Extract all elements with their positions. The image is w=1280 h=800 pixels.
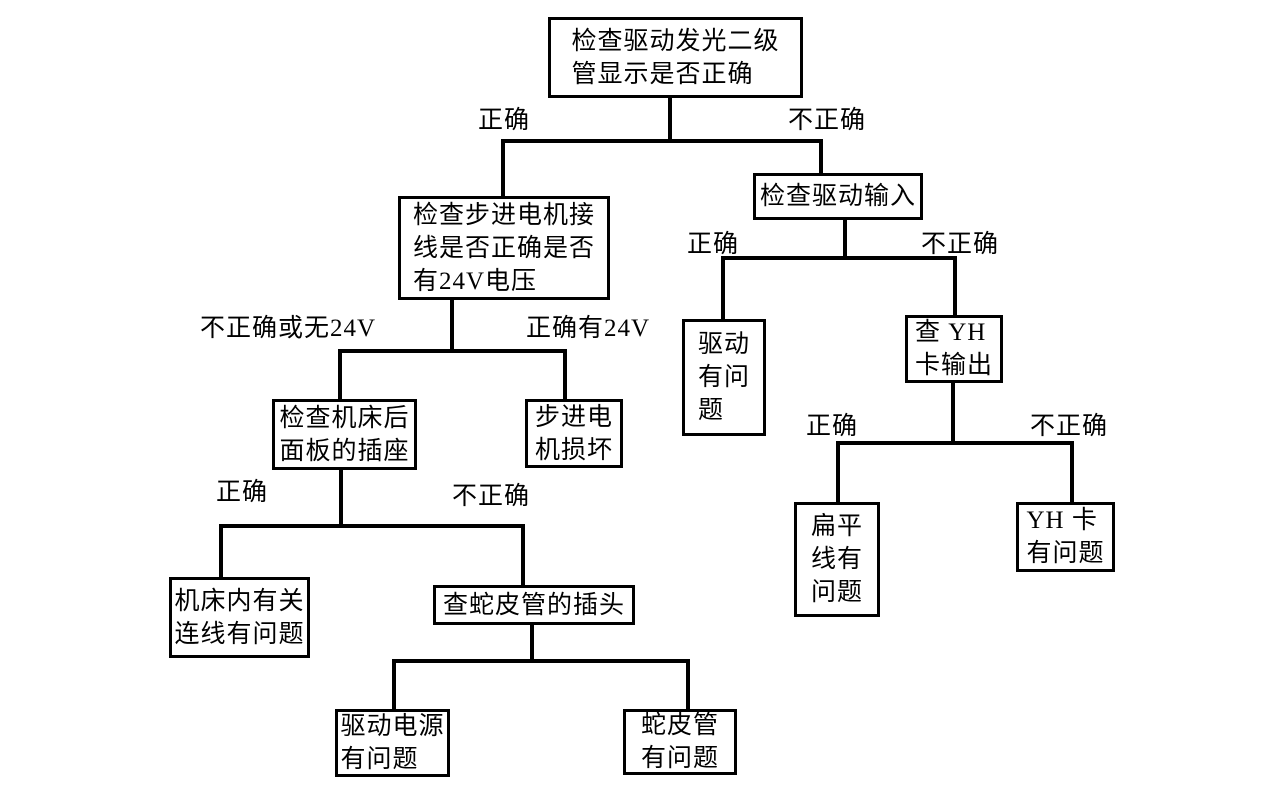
node-check-led-display: 检查驱动发光二级 管显示是否正确 (548, 17, 803, 98)
connector-yh-bar (836, 441, 1074, 445)
node-machine-wiring-problem: 机床内有关 连线有问题 (169, 577, 310, 658)
edge-label-yh-correct: 正确 (806, 413, 859, 440)
node-check-hose-plug: 查蛇皮管的插头 (433, 585, 635, 625)
node-check-motor-wiring: 检查步进电机接 线是否正确是否 有24V电压 (398, 196, 610, 300)
edge-label-drive-in-correct: 正确 (687, 231, 740, 258)
connector-hose-left-drop (392, 659, 396, 711)
connector-root-bar (501, 139, 823, 143)
edge-label-root-incorrect: 不正确 (788, 107, 867, 134)
edge-label-socket-correct: 正确 (216, 479, 269, 506)
connector-yh-left-drop (836, 441, 840, 504)
node-check-yh-card-output: 查 YH 卡输出 (905, 315, 1003, 383)
connector-root-left-drop (501, 139, 505, 197)
node-stepper-motor-damaged: 步进电 机损坏 (525, 399, 623, 468)
connector-drive-input-bar (721, 256, 957, 260)
node-check-rear-panel-socket: 检查机床后 面板的插座 (272, 399, 417, 470)
connector-root-right-drop (819, 139, 823, 175)
connector-drive-input-left-drop (721, 256, 725, 321)
connector-socket-bar (219, 524, 525, 528)
connector-hose-stem (530, 623, 534, 661)
connector-drive-input-stem (843, 218, 847, 258)
node-hose-problem: 蛇皮管 有问题 (623, 709, 737, 775)
connector-motor-bar (338, 349, 567, 353)
node-drive-problem: 驱动 有问 题 (682, 319, 766, 436)
node-check-drive-input: 检查驱动输入 (753, 173, 923, 220)
connector-motor-stem (450, 298, 454, 351)
edge-label-socket-incorrect: 不正确 (452, 483, 531, 510)
node-drive-power-problem: 驱动电源 有问题 (335, 709, 450, 777)
edge-label-motor-correct: 正确有24V (526, 315, 651, 342)
edge-label-root-correct: 正确 (478, 107, 531, 134)
connector-root-stem (668, 97, 672, 141)
connector-hose-right-drop (686, 659, 690, 711)
connector-hose-bar (392, 659, 690, 663)
edge-label-yh-incorrect: 不正确 (1030, 413, 1109, 440)
connector-yh-right-drop (1070, 441, 1074, 504)
connector-socket-right-drop (521, 524, 525, 587)
node-flat-cable-problem: 扁平 线有 问题 (794, 502, 880, 617)
connector-motor-left-drop (338, 349, 342, 401)
edge-label-drive-in-incorrect: 不正确 (921, 231, 1000, 258)
connector-yh-stem (951, 381, 955, 443)
connector-socket-stem (339, 468, 343, 526)
connector-drive-input-right-drop (953, 256, 957, 317)
connector-motor-right-drop (563, 349, 567, 401)
edge-label-motor-incorrect: 不正确或无24V (200, 315, 377, 342)
node-yh-card-problem: YH 卡 有问题 (1016, 502, 1115, 572)
connector-socket-left-drop (219, 524, 223, 579)
